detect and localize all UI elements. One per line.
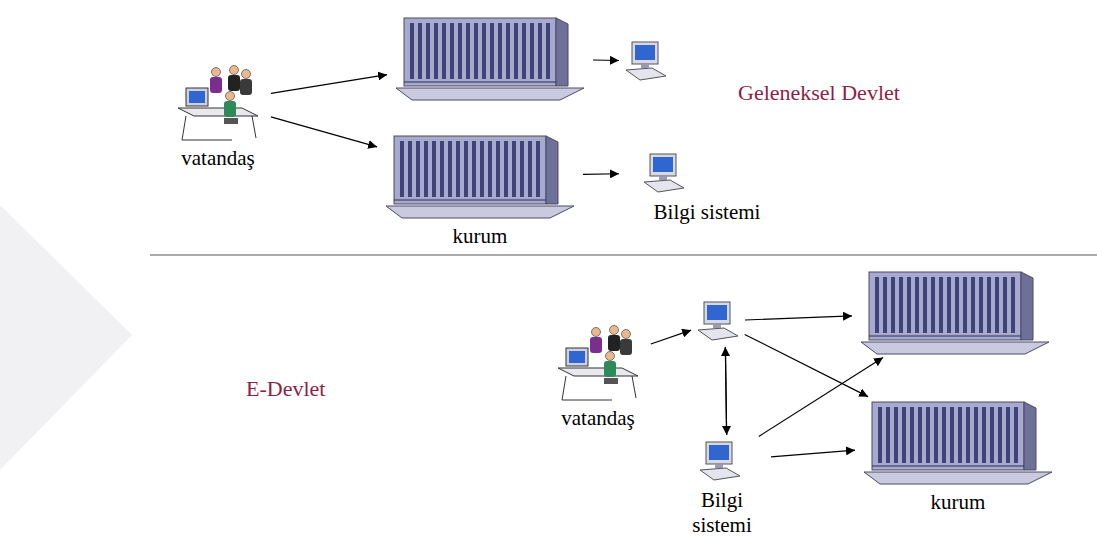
node-label: vatandaş	[168, 146, 268, 171]
citizen-icon	[552, 322, 644, 402]
section-title: Geleneksel Devlet	[738, 80, 900, 106]
computer-node: Bilgi sistemi	[622, 150, 792, 225]
citizen-node: vatandaş	[548, 322, 648, 431]
separator-line	[150, 255, 1097, 256]
node-label: kurum	[858, 490, 1058, 515]
computer-node	[694, 298, 742, 344]
computer-node: Bilgi sistemi	[676, 438, 768, 538]
arrow-connector	[725, 347, 726, 435]
citizen-node: vatandaş	[168, 62, 268, 171]
node-label: kurum	[380, 224, 580, 249]
arrow-connector	[651, 330, 691, 344]
watermark-shape	[0, 205, 132, 470]
citizen-icon	[172, 62, 264, 142]
building-icon	[392, 14, 588, 102]
building-node: kurum	[380, 132, 580, 249]
building-node	[855, 268, 1055, 356]
computer-icon	[640, 150, 688, 196]
arrow-connector	[725, 347, 726, 435]
arrow-connector	[593, 59, 619, 61]
arrow-connector	[771, 450, 855, 457]
building-icon	[860, 398, 1056, 486]
computer-node	[622, 38, 670, 84]
section-title: E-Devlet	[246, 376, 325, 402]
building-icon	[857, 268, 1053, 356]
node-label: vatandaş	[548, 406, 648, 431]
arrow-connector	[745, 316, 852, 320]
node-label: Bilgi sistemi	[622, 200, 792, 225]
building-node: kurum	[858, 398, 1058, 515]
arrow-connector	[759, 358, 883, 437]
computer-icon	[696, 438, 744, 484]
arrow-connector	[583, 173, 619, 175]
computer-icon	[694, 298, 742, 344]
arrow-connector	[745, 334, 868, 396]
arrow-connector	[271, 75, 387, 94]
node-label: Bilgi sistemi	[676, 488, 768, 538]
computer-icon	[622, 38, 670, 84]
arrow-connector	[271, 117, 377, 147]
building-node	[390, 14, 590, 102]
building-icon	[382, 132, 578, 220]
